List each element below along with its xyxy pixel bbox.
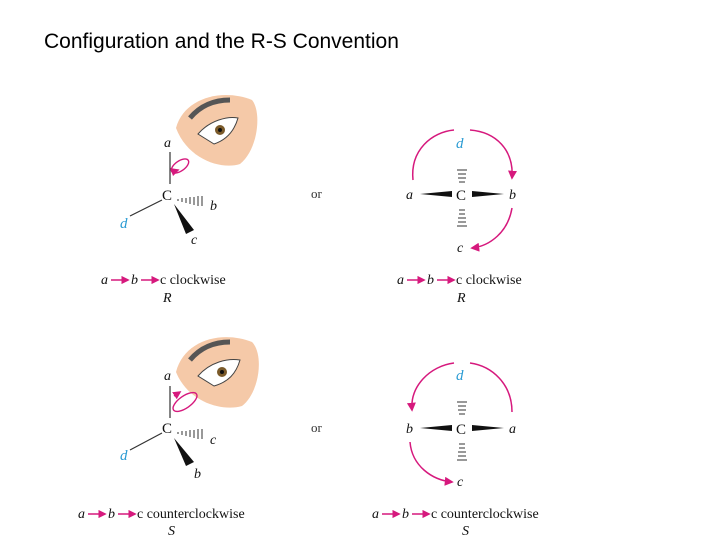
- bottom-right-label-a: a: [509, 422, 516, 437]
- svg-text:b: b: [108, 507, 115, 522]
- svg-text:b: b: [402, 507, 409, 522]
- top-left-carbon: C: [162, 188, 172, 204]
- bottom-left-descriptor: S: [168, 524, 175, 539]
- bottom-right-hashed-up: [457, 401, 467, 415]
- svg-text:b: b: [427, 273, 434, 288]
- top-left-label-d: d: [120, 216, 128, 232]
- page-title: Configuration and the R-S Convention: [44, 30, 399, 53]
- bottom-left-caption: a b c counterclockwise S: [78, 507, 245, 539]
- top-right-label-c: c: [457, 241, 464, 256]
- bottom-left-hashed-bond: [177, 429, 203, 439]
- svg-text:a: a: [397, 273, 404, 288]
- bottom-right-caption: a b c counterclockwise S: [372, 507, 539, 539]
- bottom-left-carbon: C: [162, 421, 172, 437]
- bottom-left-label-b: b: [194, 467, 201, 482]
- svg-text:a: a: [78, 507, 85, 522]
- top-left-label-a: a: [164, 136, 171, 151]
- top-right-label-b: b: [509, 188, 516, 203]
- top-right-caption: a b c clockwise R: [397, 273, 522, 306]
- bottom-right-label-d: d: [456, 368, 464, 384]
- svg-text:c clockwise: c clockwise: [456, 273, 522, 288]
- top-left-label-b: b: [210, 199, 217, 214]
- rotation-arrow-d-b: [406, 362, 455, 412]
- bottom-right-wedge-left: [420, 425, 452, 431]
- top-right-fischer: d a C b c: [406, 129, 517, 256]
- rotation-arrow-b-c: [470, 207, 513, 252]
- rotation-arrow-b-c: [409, 441, 454, 486]
- svg-text:a: a: [101, 273, 108, 288]
- top-right-wedge-right: [472, 191, 504, 197]
- bottom-right-label-b: b: [406, 422, 413, 437]
- bottom-right-label-c: c: [457, 475, 464, 490]
- top-left-hashed-bond: [177, 196, 203, 206]
- top-right-descriptor: R: [456, 291, 466, 306]
- rotation-arrow-d-b: [469, 129, 517, 180]
- bottom-left-structure: a C c d b: [120, 337, 259, 482]
- svg-text:b: b: [131, 273, 138, 288]
- svg-text:c counterclockwise: c counterclockwise: [431, 507, 539, 522]
- rotation-arrow-a-d: [412, 129, 455, 181]
- top-right-hashed-up: [457, 169, 467, 183]
- bottom-or: or: [311, 420, 323, 435]
- top-left-caption: a b c clockwise R: [101, 273, 226, 306]
- svg-text:c clockwise: c clockwise: [160, 273, 226, 288]
- bottom-right-descriptor: S: [462, 524, 469, 539]
- bottom-left-label-c: c: [210, 433, 217, 448]
- top-left-structure: a C b d c: [120, 95, 258, 248]
- bottom-left-label-a: a: [164, 369, 171, 384]
- top-right-wedge-left: [420, 191, 452, 197]
- bottom-right-fischer: d b C a c: [406, 362, 516, 490]
- svg-text:c counterclockwise: c counterclockwise: [137, 507, 245, 522]
- top-right-carbon: C: [456, 188, 466, 204]
- svg-text:a: a: [372, 507, 379, 522]
- top-right-label-a: a: [406, 188, 413, 203]
- top-left-wedge-bond: [174, 204, 194, 234]
- bottom-right-wedge-right: [472, 425, 504, 431]
- bottom-right-carbon: C: [456, 422, 466, 438]
- top-right-label-d: d: [456, 136, 464, 152]
- bottom-left-label-d: d: [120, 448, 128, 464]
- bottom-left-wedge-bond: [174, 438, 194, 466]
- top-or: or: [311, 186, 323, 201]
- rotation-arrow-a-d: [469, 362, 513, 413]
- top-left-descriptor: R: [162, 291, 172, 306]
- top-left-label-c: c: [191, 233, 198, 248]
- eye-icon: [176, 95, 258, 166]
- bottom-right-hashed-down: [457, 443, 467, 461]
- eye-icon: [176, 337, 259, 408]
- top-right-hashed-down: [457, 209, 467, 227]
